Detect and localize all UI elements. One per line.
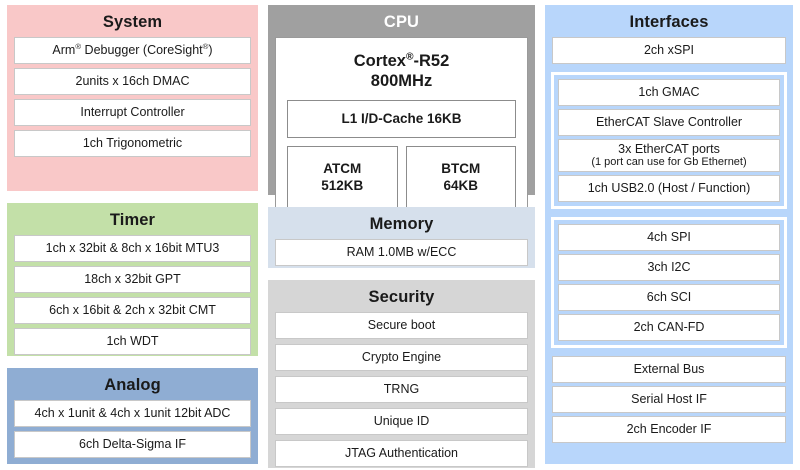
system-item-label: Arm® Debugger (CoreSight®) [52, 41, 213, 57]
memory-block: Memory RAM 1.0MB w/ECC [268, 207, 535, 268]
system-item-trigonometric: 1ch Trigonometric [14, 130, 251, 157]
right-column: Interfaces 2ch xSPI 1ch GMAC EtherCAT Sl… [545, 5, 793, 464]
cpu-block-title: CPU [383, 13, 420, 31]
interfaces-item-ethercat-slave-controller: EtherCAT Slave Controller [558, 109, 780, 136]
security-item-jtag-authentication: JTAG Authentication [275, 440, 528, 467]
interfaces-item-usb20: 1ch USB2.0 (Host / Function) [558, 175, 780, 202]
cpu-atcm-name: ATCM [323, 161, 362, 176]
interfaces-item-external-bus: External Bus [552, 356, 786, 383]
timer-item-list: 1ch x 32bit & 8ch x 16bit MTU3 18ch x 32… [14, 235, 251, 355]
system-item-list: Arm® Debugger (CoreSight®) 2units x 16ch… [14, 37, 251, 157]
middle-column: CPU Cortex®-R52 800MHz L1 I/D-Cache 16KB… [268, 5, 535, 468]
system-item-dmac: 2units x 16ch DMAC [14, 68, 251, 95]
security-item-unique-id: Unique ID [275, 408, 528, 435]
interfaces-item-ethercat-ports-note: (1 port can use for Gb Ethernet) [591, 156, 747, 168]
analog-item-delta-sigma: 6ch Delta-Sigma IF [14, 431, 251, 458]
cpu-btcm-name: BTCM [441, 161, 481, 176]
interfaces-item-i2c: 3ch I2C [558, 254, 780, 281]
cpu-tcm-row: ATCM 512KB BTCM 64KB [287, 146, 516, 209]
timer-item-wdt: 1ch WDT [14, 328, 251, 355]
interfaces-bus-group: External Bus Serial Host IF 2ch Encoder … [551, 356, 787, 443]
cpu-core-name: Cortex®-R52 [353, 51, 450, 70]
cpu-atcm-box: ATCM 512KB [287, 146, 398, 209]
interfaces-item-gmac: 1ch GMAC [558, 79, 780, 106]
cpu-block: CPU Cortex®-R52 800MHz L1 I/D-Cache 16KB… [268, 5, 535, 221]
interfaces-item-spi: 4ch SPI [558, 224, 780, 251]
cpu-core-frequency: 800MHz [370, 72, 433, 90]
interfaces-serial-group: 4ch SPI 3ch I2C 6ch SCI 2ch CAN-FD [551, 217, 787, 348]
system-block-title: System [102, 13, 163, 31]
security-block-title: Security [368, 288, 435, 306]
left-column: System Arm® Debugger (CoreSight®) 2units… [7, 5, 258, 464]
interfaces-block: Interfaces 2ch xSPI 1ch GMAC EtherCAT Sl… [545, 5, 793, 464]
timer-item-mtu3: 1ch x 32bit & 8ch x 16bit MTU3 [14, 235, 251, 262]
system-block: System Arm® Debugger (CoreSight®) 2units… [7, 5, 258, 191]
interfaces-network-group: 1ch GMAC EtherCAT Slave Controller 3x Et… [551, 72, 787, 209]
timer-item-gpt: 18ch x 32bit GPT [14, 266, 251, 293]
timer-block: Timer 1ch x 32bit & 8ch x 16bit MTU3 18c… [7, 203, 258, 356]
security-item-trng: TRNG [275, 376, 528, 403]
timer-block-title: Timer [109, 211, 156, 229]
analog-block: Analog 4ch x 1unit & 4ch x 1unit 12bit A… [7, 368, 258, 464]
interfaces-item-sci: 6ch SCI [558, 284, 780, 311]
cpu-inner-panel: Cortex®-R52 800MHz L1 I/D-Cache 16KB ATC… [275, 37, 528, 221]
interfaces-item-can-fd: 2ch CAN-FD [558, 314, 780, 341]
security-block: Security Secure boot Crypto Engine TRNG … [268, 280, 535, 468]
interfaces-item-serial-host-if: Serial Host IF [552, 386, 786, 413]
security-item-crypto-engine: Crypto Engine [275, 344, 528, 371]
system-item-arm-debugger: Arm® Debugger (CoreSight®) [14, 37, 251, 64]
interfaces-item-xspi: 2ch xSPI [552, 37, 786, 64]
interfaces-block-title: Interfaces [629, 13, 709, 31]
cpu-l1-cache-box: L1 I/D-Cache 16KB [287, 100, 516, 138]
interfaces-item-encoder-if: 2ch Encoder IF [552, 416, 786, 443]
interfaces-item-ethercat-ports-label: 3x EtherCAT ports [618, 142, 720, 156]
security-item-list: Secure boot Crypto Engine TRNG Unique ID… [275, 312, 528, 467]
analog-item-adc: 4ch x 1unit & 4ch x 1unit 12bit ADC [14, 400, 251, 427]
cpu-btcm-box: BTCM 64KB [405, 146, 516, 209]
cpu-atcm-size: 512KB [321, 178, 364, 193]
memory-item-ram: RAM 1.0MB w/ECC [275, 239, 528, 266]
system-item-interrupt-controller: Interrupt Controller [14, 99, 251, 126]
timer-item-cmt: 6ch x 16bit & 2ch x 32bit CMT [14, 297, 251, 324]
analog-item-list: 4ch x 1unit & 4ch x 1unit 12bit ADC 6ch … [14, 400, 251, 458]
analog-block-title: Analog [104, 376, 161, 394]
security-item-secure-boot: Secure boot [275, 312, 528, 339]
interfaces-standalone-group: 2ch xSPI [551, 37, 787, 64]
interfaces-item-ethercat-ports: 3x EtherCAT ports (1 port can use for Gb… [558, 139, 780, 172]
memory-block-title: Memory [369, 215, 434, 233]
memory-item-list: RAM 1.0MB w/ECC [275, 239, 528, 266]
cpu-btcm-size: 64KB [443, 178, 478, 193]
cpu-core-info: Cortex®-R52 800MHz [287, 47, 516, 100]
